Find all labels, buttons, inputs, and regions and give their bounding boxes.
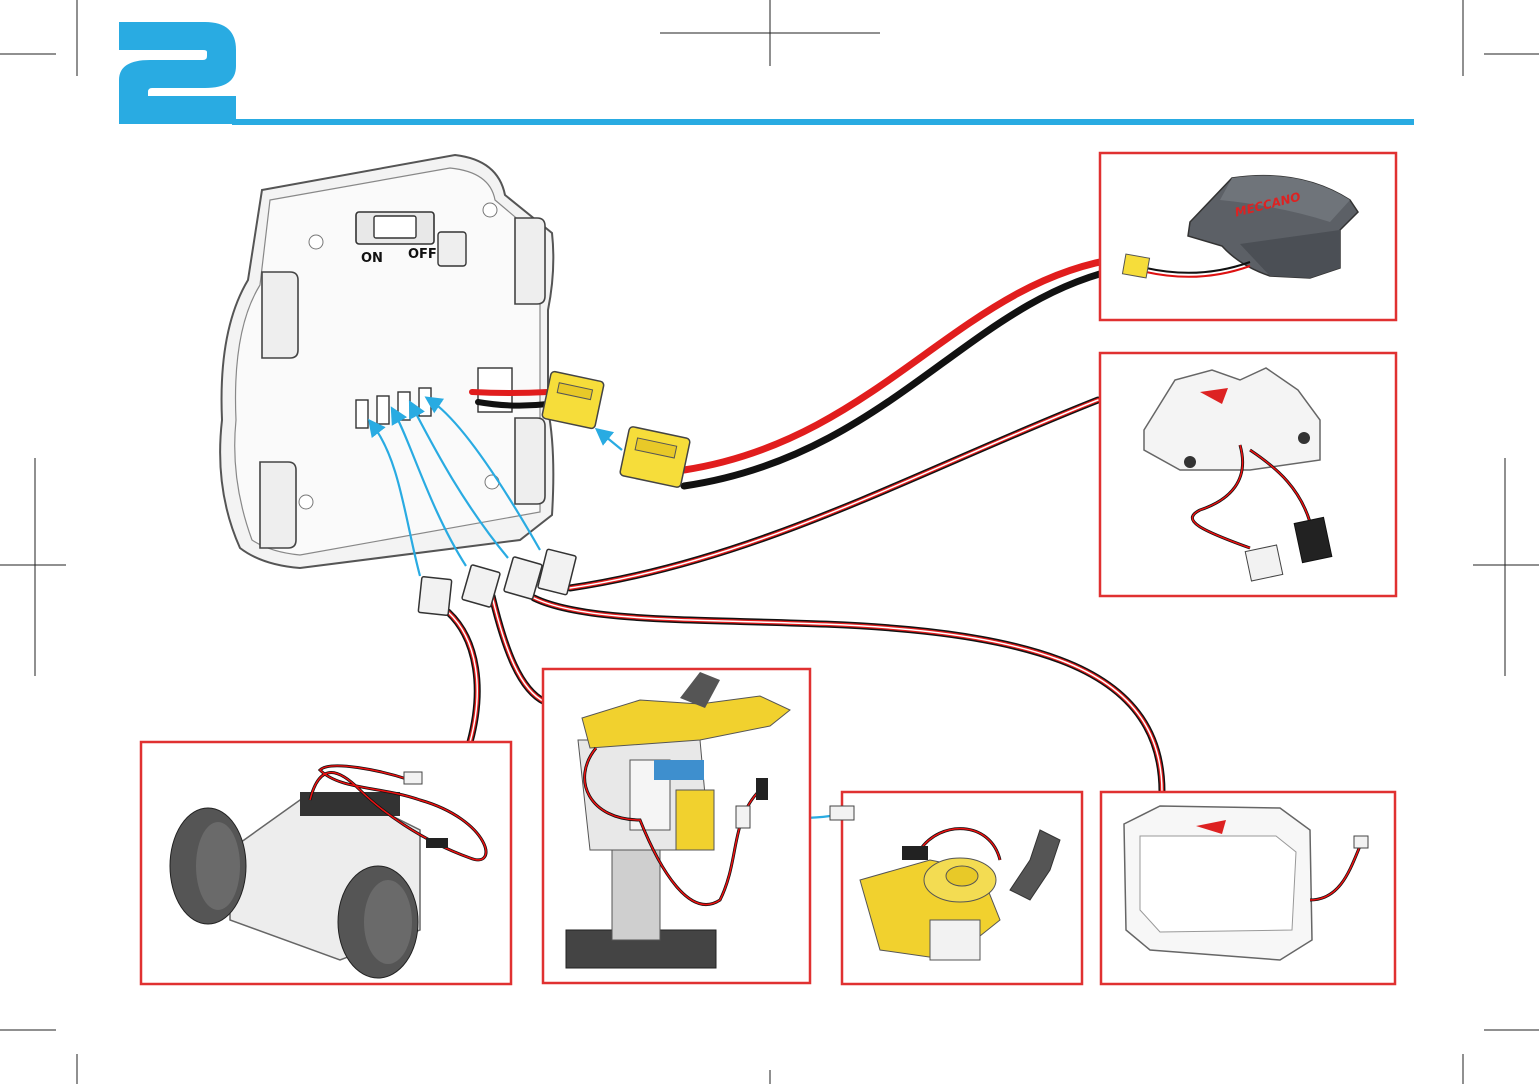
step-rule: [232, 119, 1414, 125]
cable-to-servo-arm: [492, 596, 545, 702]
power-connector: [542, 371, 691, 488]
cable-to-wheel-module: [448, 612, 477, 742]
step-header: 2: [0, 0, 1414, 125]
step-number-glyph: [119, 22, 236, 124]
switch-on-label: ON: [361, 251, 383, 266]
control-board: ON OFF: [220, 155, 553, 568]
switch-off-label: OFF: [408, 247, 437, 262]
battery-cable: [472, 258, 1124, 486]
cable-to-servo-hub: [570, 400, 1098, 588]
